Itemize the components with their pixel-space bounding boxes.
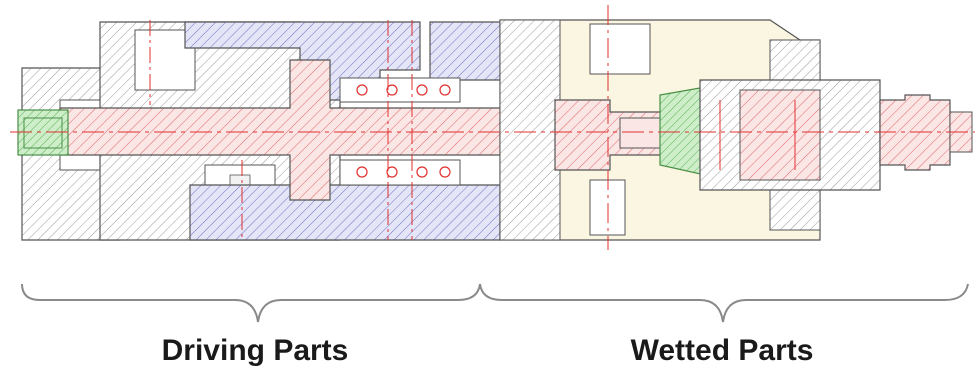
outlet-housing — [699, 79, 881, 191]
brace-driving — [21, 283, 481, 323]
brace-wetted — [479, 283, 969, 323]
spring-coils — [356, 84, 451, 178]
driving-parts-label: Driving Parts — [161, 334, 349, 367]
wetted-parts-label: Wetted Parts — [630, 334, 814, 367]
centerlines — [10, 5, 975, 250]
